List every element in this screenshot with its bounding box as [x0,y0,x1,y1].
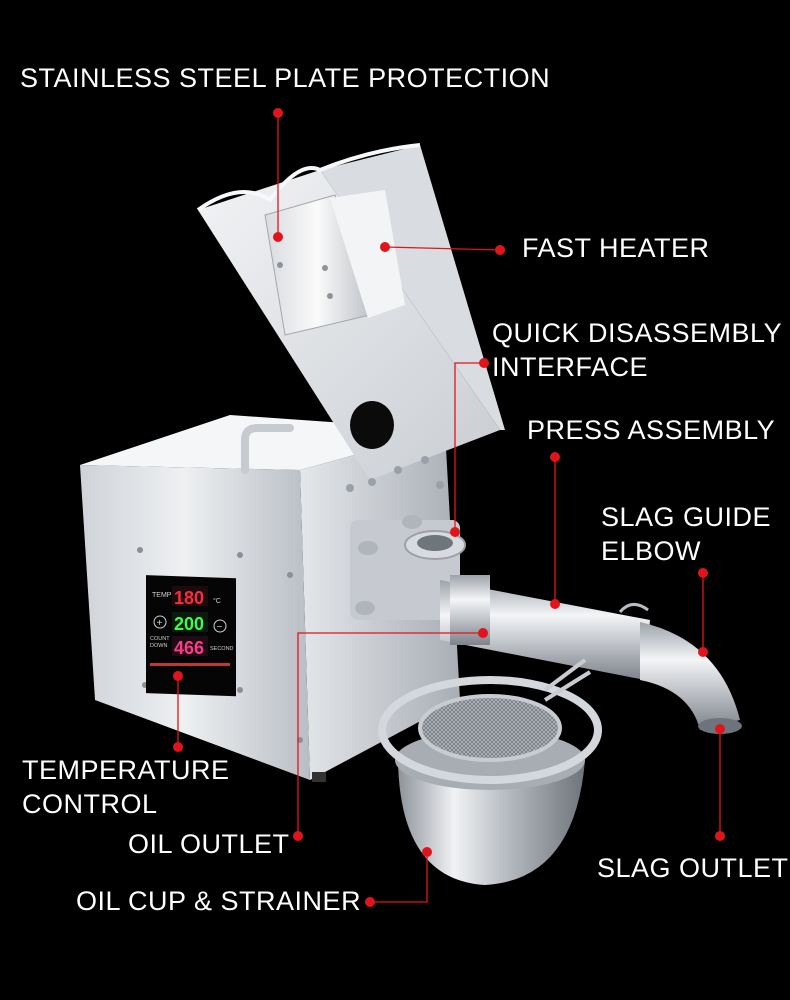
temperature-unit: °C [213,597,221,605]
panel-temp-label: TEMP [152,592,172,599]
panel-down-label: DOWN [150,643,167,649]
heater-plate [264,190,405,336]
label-quick-disassembly-interface: QUICK DISASSEMBLY INTERFACE [492,316,782,384]
label-slag-guide-line1: SLAG GUIDE [601,502,772,532]
countdown-readout: 466 [174,638,204,658]
label-temperature-line2: CONTROL [22,789,158,819]
label-press-assembly: PRESS ASSEMBLY [527,415,776,445]
temperature-control-panel: TEMP 180 °C + 200 − COUNT DOWN 466 SECON… [146,575,236,697]
label-oil-cup-strainer: OIL CUP & STRAINER [76,886,362,916]
panel-count-label: COUNT [150,636,170,642]
label-slag-guide-line2: ELBOW [601,536,702,566]
oil-cup-and-strainer [378,658,602,885]
label-quick-disassembly-line1: QUICK DISASSEMBLY [492,318,783,348]
panel-second-label: SECOND [210,646,234,652]
press-assembly [350,515,742,734]
label-stainless-steel-plate-protection: STAINLESS STEEL PLATE PROTECTION [20,63,551,93]
label-slag-guide-elbow: SLAG GUIDE ELBOW [601,500,771,568]
timer-readout: 200 [174,614,204,634]
label-slag-outlet: SLAG OUTLET [597,853,789,883]
label-quick-disassembly-line2: INTERFACE [492,352,649,382]
plus-icon[interactable]: + [157,618,163,629]
label-fast-heater: FAST HEATER [522,233,710,263]
label-temperature-control: TEMPERATURE CONTROL [22,753,230,821]
temperature-readout: 180 [174,588,204,608]
label-oil-outlet: OIL OUTLET [128,829,290,859]
minus-icon[interactable]: − [217,622,223,633]
label-temperature-line1: TEMPERATURE [22,755,230,785]
callout-leader-lines [173,108,725,907]
